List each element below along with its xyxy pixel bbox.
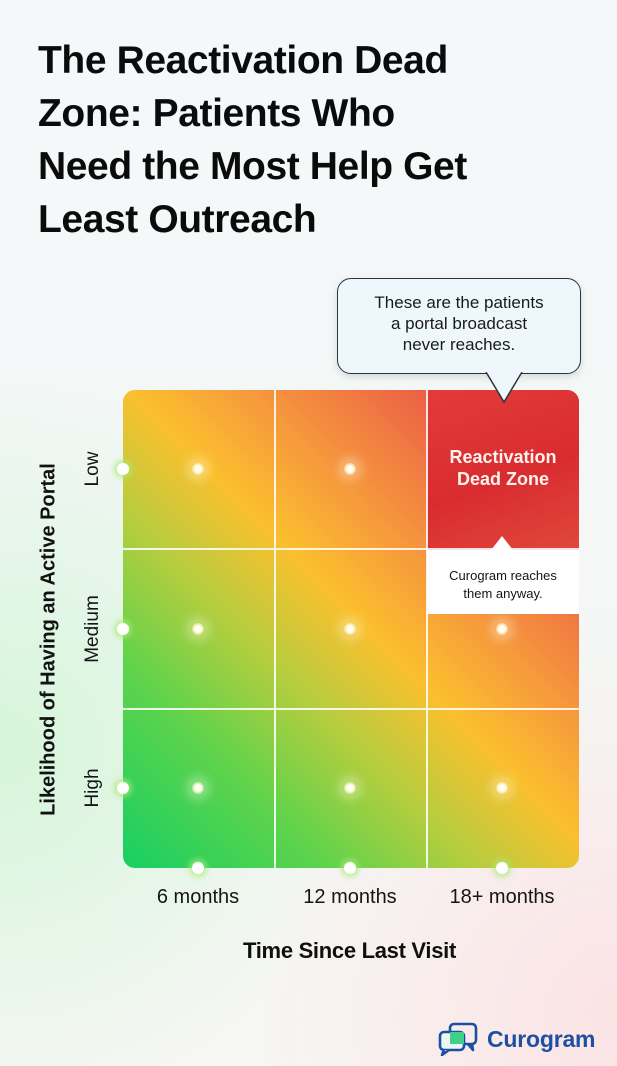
callout-line: These are the patients (374, 293, 544, 312)
y-tick-low: Low (82, 451, 103, 487)
title-line: Least Outreach (38, 198, 317, 241)
y-tick-high: High (82, 768, 103, 808)
callout-line: never reaches. (402, 335, 516, 354)
note-line: Curogram reaches (449, 568, 557, 583)
grid-divider (426, 390, 428, 868)
callout-line: a portal broadcast (390, 314, 528, 333)
grid-divider (274, 390, 276, 868)
cell-marker (495, 622, 509, 636)
dead-zone-label-line: Dead Zone (456, 469, 549, 489)
page-title: The Reactivation Dead Zone: Patients Who… (38, 34, 598, 246)
x-axis-tick-dot (496, 862, 508, 874)
callout-bubble: These are the patients a portal broadcas… (337, 278, 581, 374)
y-axis-tick-dot (117, 782, 129, 794)
dead-zone-label-line: Reactivation (449, 447, 557, 467)
grid-divider (123, 548, 579, 550)
risk-matrix: Reactivation Dead Zone Curogram reaches … (123, 390, 579, 868)
title-line: The Reactivation Dead (38, 39, 448, 82)
cell-marker (495, 781, 509, 795)
cell-marker (191, 462, 205, 476)
dead-zone-cell (427, 390, 579, 550)
brand-logo: Curogram (437, 1022, 596, 1056)
grid-divider (123, 708, 579, 710)
cell-marker (191, 622, 205, 636)
x-axis-title: Time Since Last Visit (243, 938, 456, 963)
callout-tail-icon (485, 372, 523, 404)
title-line: Need the Most Help Get (38, 145, 467, 188)
y-axis-tick-dot (117, 463, 129, 475)
x-axis-tick-dot (192, 862, 204, 874)
cell-marker (191, 781, 205, 795)
x-tick-6-months: 6 months (156, 886, 240, 908)
cell-marker (343, 622, 357, 636)
curogram-note: Curogram reaches them anyway. (427, 550, 579, 614)
x-axis-tick-dot (344, 862, 356, 874)
note-line: them anyway. (463, 586, 543, 601)
x-tick-12-months: 12 months (303, 886, 397, 908)
chat-bubbles-icon (438, 1022, 478, 1056)
y-axis-tick-dot (117, 623, 129, 635)
brand-name: Curogram (487, 1025, 596, 1052)
cell-marker (343, 462, 357, 476)
y-axis-title: Likelihood of Having an Active Portal (37, 463, 60, 816)
cell-marker (343, 781, 357, 795)
title-line: Zone: Patients Who (38, 92, 395, 135)
x-tick-18-months: 18+ months (449, 886, 555, 908)
note-pointer-icon (491, 536, 513, 550)
y-tick-medium: Medium (82, 595, 103, 663)
dead-zone-label: Reactivation Dead Zone (427, 446, 579, 490)
